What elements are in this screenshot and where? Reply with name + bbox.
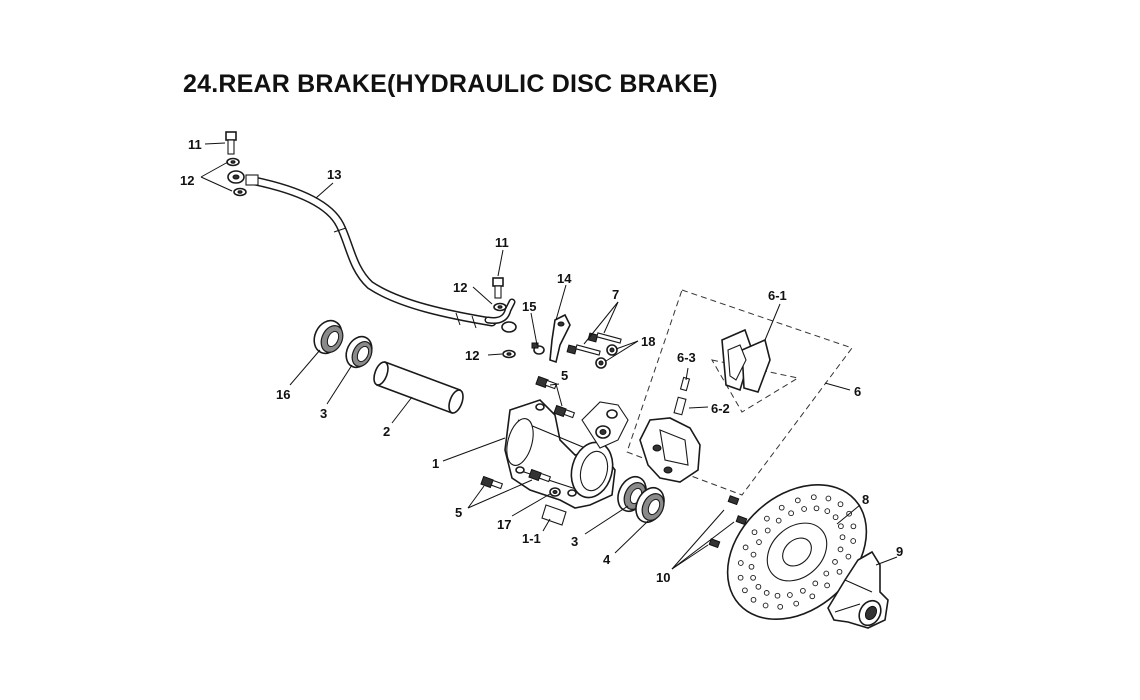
disc-hole (750, 596, 757, 603)
disc-hole (845, 553, 852, 560)
hose-clamp-drawing (531, 313, 571, 364)
banjo-bolt-lower-drawing (492, 277, 516, 359)
disc-hole (825, 495, 832, 502)
disc-hole (751, 529, 758, 536)
disc-hole (832, 514, 839, 521)
disc-hole (737, 574, 744, 581)
brake-disc-drawing (726, 483, 868, 621)
disc-hole (778, 504, 785, 511)
disc-hole (800, 587, 806, 594)
label-8: 8 (862, 492, 869, 507)
disc-hole (813, 505, 820, 512)
label-5-bottom: 5 (455, 505, 462, 520)
caliper-bolts-drawing (566, 332, 622, 369)
oil-seal-16-drawing (313, 319, 344, 355)
label-13: 13 (327, 167, 341, 182)
disc-hole (837, 501, 844, 508)
label-11-top: 11 (188, 137, 202, 152)
label-3-left: 3 (320, 406, 327, 421)
label-1-1: 1-1 (522, 531, 541, 546)
label-12-lower-top: 12 (453, 280, 467, 295)
label-14: 14 (557, 271, 572, 286)
disc-hole (775, 517, 782, 524)
disc-hole (763, 590, 770, 596)
disc-hole (788, 510, 794, 517)
disc-hole (832, 559, 838, 565)
bearing-3-left-drawing (345, 335, 373, 369)
disc-hole (762, 602, 769, 609)
disc-hole (837, 546, 844, 553)
label-4: 4 (603, 552, 611, 567)
label-1: 1 (432, 456, 439, 471)
disc-hole (838, 523, 844, 530)
label-16: 16 (276, 387, 290, 402)
label-12-top: 12 (180, 173, 194, 188)
label-10: 10 (656, 570, 670, 585)
disc-hole (756, 539, 762, 545)
disc-bolts-drawing (708, 495, 748, 549)
label-7: 7 (612, 287, 619, 302)
label-12-lower-bottom: 12 (465, 348, 479, 363)
disc-hole (748, 563, 755, 570)
disc-hole (812, 580, 819, 587)
axle-housing-drawing (504, 399, 629, 509)
disc-hole (777, 603, 784, 610)
disc-hole (737, 560, 744, 566)
part-labels: 11 12 13 11 12 12 14 15 7 18 5 6-1 6-3 6… (180, 137, 903, 585)
disc-hole (787, 592, 793, 598)
wheel-hub-drawing (827, 550, 889, 629)
label-5-top: 5 (561, 368, 568, 383)
label-18: 18 (641, 334, 655, 349)
disc-hole (755, 583, 762, 590)
label-11-lower: 11 (495, 235, 509, 250)
label-2: 2 (383, 424, 390, 439)
leader-lines (200, 142, 898, 570)
label-6-3: 6-3 (677, 350, 696, 365)
disc-hole (810, 494, 817, 501)
disc-hole (774, 592, 781, 599)
page-title: 24.REAR BRAKE(HYDRAULIC DISC BRAKE) (183, 70, 718, 98)
disc-hole (809, 593, 816, 600)
disc-hole (742, 587, 748, 594)
disc-hole (750, 574, 756, 581)
disc-hole (764, 515, 770, 522)
label-6-1: 6-1 (768, 288, 787, 303)
brake-hose-drawing (227, 170, 517, 333)
label-17: 17 (497, 517, 511, 532)
banjo-bolt-top-drawing (225, 131, 247, 197)
disc-hole (823, 570, 830, 577)
caliper-assembly-drawing (626, 289, 853, 496)
disc-hole (836, 568, 843, 575)
disc-hole (794, 497, 801, 504)
label-6-2: 6-2 (711, 401, 730, 416)
label-15: 15 (522, 299, 536, 314)
label-6: 6 (854, 384, 861, 399)
disc-hole (793, 600, 800, 607)
disc-hole (750, 551, 757, 558)
disc-hole (850, 538, 857, 544)
disc-hole (801, 506, 807, 512)
disc-hole (824, 508, 831, 514)
label-9: 9 (896, 544, 903, 559)
washer-17-and-plate-drawing (541, 487, 567, 526)
disc-hole (742, 544, 749, 551)
disc-hole (764, 527, 771, 534)
label-3-right: 3 (571, 534, 578, 549)
disc-hole (839, 534, 846, 541)
oil-seal-4-drawing (635, 486, 665, 524)
spacer-tube-drawing (373, 360, 464, 415)
bolts-5-drawing (480, 375, 576, 490)
disc-hole (824, 582, 830, 589)
disc-hole (850, 523, 857, 530)
